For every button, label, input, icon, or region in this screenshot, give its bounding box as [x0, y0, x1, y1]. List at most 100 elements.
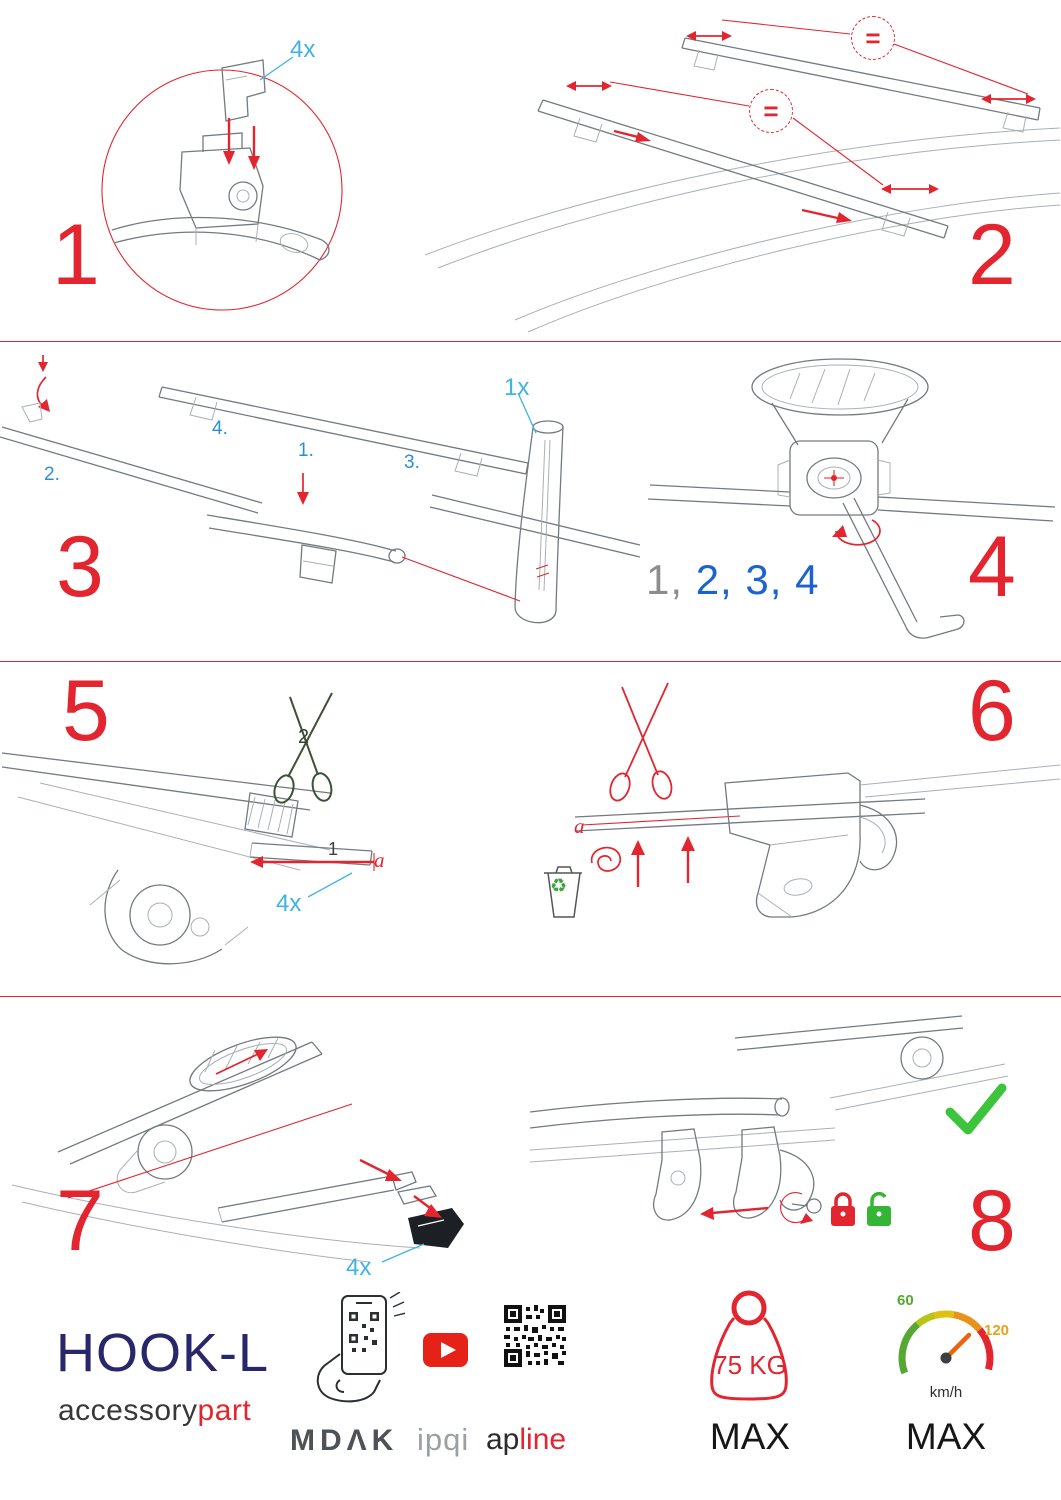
step-5-number: 5 — [62, 663, 110, 759]
step-3-sub-label-2: 2. — [44, 464, 60, 485]
step-4-panel: 1, 2, 3, 4 4 — [640, 345, 1061, 660]
sequence-rest: 2, 3, 4 — [683, 556, 820, 603]
mount-foot — [724, 772, 861, 918]
step-1-number: 1 — [52, 207, 100, 303]
step-7-number: 7 — [56, 1173, 104, 1269]
youtube-icon — [423, 1333, 468, 1367]
brand-suffix: part — [197, 1394, 252, 1427]
step-5-strap-label: a — [374, 848, 385, 872]
rotation-arrow — [835, 519, 881, 546]
bar-opening — [189, 1036, 297, 1092]
key-icon — [806, 1198, 822, 1214]
step-8-art — [530, 1015, 1009, 1226]
speed-low-label: 60 — [897, 1292, 914, 1309]
section-divider-3 — [0, 996, 1061, 997]
step-2-art — [424, 19, 1061, 333]
sequence-first: 1, — [646, 556, 684, 603]
step-1-art — [101, 56, 343, 311]
partner-apline-suffix: line — [519, 1423, 567, 1456]
end-cap — [408, 1208, 464, 1248]
insert-part — [221, 59, 266, 122]
step-3-sub-label-1: 1. — [298, 440, 314, 461]
clamp-right — [733, 1126, 782, 1219]
step-7-art — [11, 1036, 464, 1263]
qty-leader-line — [259, 56, 294, 81]
step-1-panel: 4x 1 — [0, 0, 420, 341]
step-5-qty-label: 4x — [276, 890, 302, 917]
step-5-pull-order-label: 1 — [328, 839, 339, 859]
speedometer-icon — [898, 1310, 994, 1375]
step-6-number: 6 — [968, 663, 1016, 759]
hook-claw — [859, 804, 898, 871]
pull-arrow — [250, 856, 263, 868]
aero-bar — [530, 1097, 783, 1129]
footer: HOOK-L accessorypart — [0, 1280, 1061, 1500]
step-3-number: 3 — [56, 519, 104, 615]
partner-mdak: MDΛK — [290, 1424, 399, 1457]
partner-apline: apline — [486, 1423, 566, 1457]
clamp-housing — [789, 440, 879, 516]
allen-key — [842, 497, 918, 628]
partner-ipqi: ipqi — [417, 1422, 470, 1457]
step-6-panel: a ♻ 6 — [530, 665, 1061, 995]
product-logo: HOOK-L — [56, 1323, 270, 1383]
clamp-wheel — [137, 1124, 193, 1180]
equal-spacing-badge-bottom: = — [749, 89, 793, 133]
step-5-cut-order-label: 2 — [298, 726, 310, 748]
allen-key — [538, 439, 551, 592]
step-2-panel: = = 2 — [420, 0, 1061, 341]
speed-unit-label: km/h — [929, 1384, 963, 1401]
crossbar-rear — [684, 37, 1041, 109]
equal-spacing-badge-top: = — [851, 16, 895, 60]
strap-line — [581, 815, 741, 826]
crossbar-front — [542, 99, 949, 227]
partner-apline-prefix: ap — [486, 1423, 520, 1456]
clamp-foot — [104, 869, 223, 965]
section-divider-1 — [0, 341, 1061, 342]
brand-prefix: accessory — [58, 1394, 198, 1427]
step-4-art — [647, 358, 1056, 639]
step-8-panel: 8 — [530, 1000, 1061, 1290]
weight-limit-label: 75 KG — [713, 1350, 787, 1380]
step-4-sequence: 1, 2, 3, 4 — [646, 556, 819, 604]
scan-qr-phone-icon — [316, 1292, 405, 1403]
aero-bar — [206, 514, 397, 552]
step-4-number: 4 — [968, 519, 1016, 615]
step-6-strap-label: a — [574, 814, 585, 838]
bar-end-opening — [751, 358, 929, 416]
clamp-left — [653, 1128, 702, 1221]
step-3-qty-label: 1x — [504, 374, 530, 401]
speed-max-label: MAX — [905, 1416, 987, 1457]
strap-to-cut — [244, 792, 299, 838]
step-5-panel: 2 1 a 4x 5 — [0, 665, 530, 995]
step-3-panel: 2. 4. 1. 3. 1x 3 — [0, 345, 640, 660]
weight-icon — [710, 1290, 788, 1401]
equal-sign-top: = — [865, 22, 881, 53]
step-3-art — [0, 355, 640, 624]
cut-strap-curl — [591, 846, 621, 872]
trash-icon — [544, 866, 582, 918]
step-7-qty-label: 4x — [346, 1254, 372, 1281]
allen-key-sleeve — [532, 420, 564, 434]
magnifier-circle — [101, 69, 343, 311]
step-5-art — [1, 692, 375, 965]
step-1-qty-label: 4x — [290, 36, 316, 63]
qr-code — [504, 1305, 566, 1367]
insert-arrow-2 — [248, 156, 260, 170]
step-8-number: 8 — [968, 1173, 1016, 1269]
step-7-panel: 4x 7 — [0, 1000, 530, 1290]
padlock-unlocked-icon — [867, 1191, 891, 1226]
padlock-locked-icon — [831, 1192, 855, 1226]
scissors-icon — [273, 692, 333, 804]
scissors-icon — [609, 682, 673, 802]
checkmark-icon — [945, 1083, 1007, 1135]
step-2-number: 2 — [968, 207, 1016, 303]
section-divider-2 — [0, 661, 1061, 662]
brand-wordmark: accessorypart — [58, 1394, 251, 1428]
insert-arrow-1 — [223, 151, 235, 165]
weight-max-label: MAX — [709, 1416, 791, 1457]
speed-high-label: 120 — [984, 1322, 1010, 1339]
recycle-icon: ♻ — [550, 876, 568, 897]
step-6-art — [544, 682, 1061, 918]
